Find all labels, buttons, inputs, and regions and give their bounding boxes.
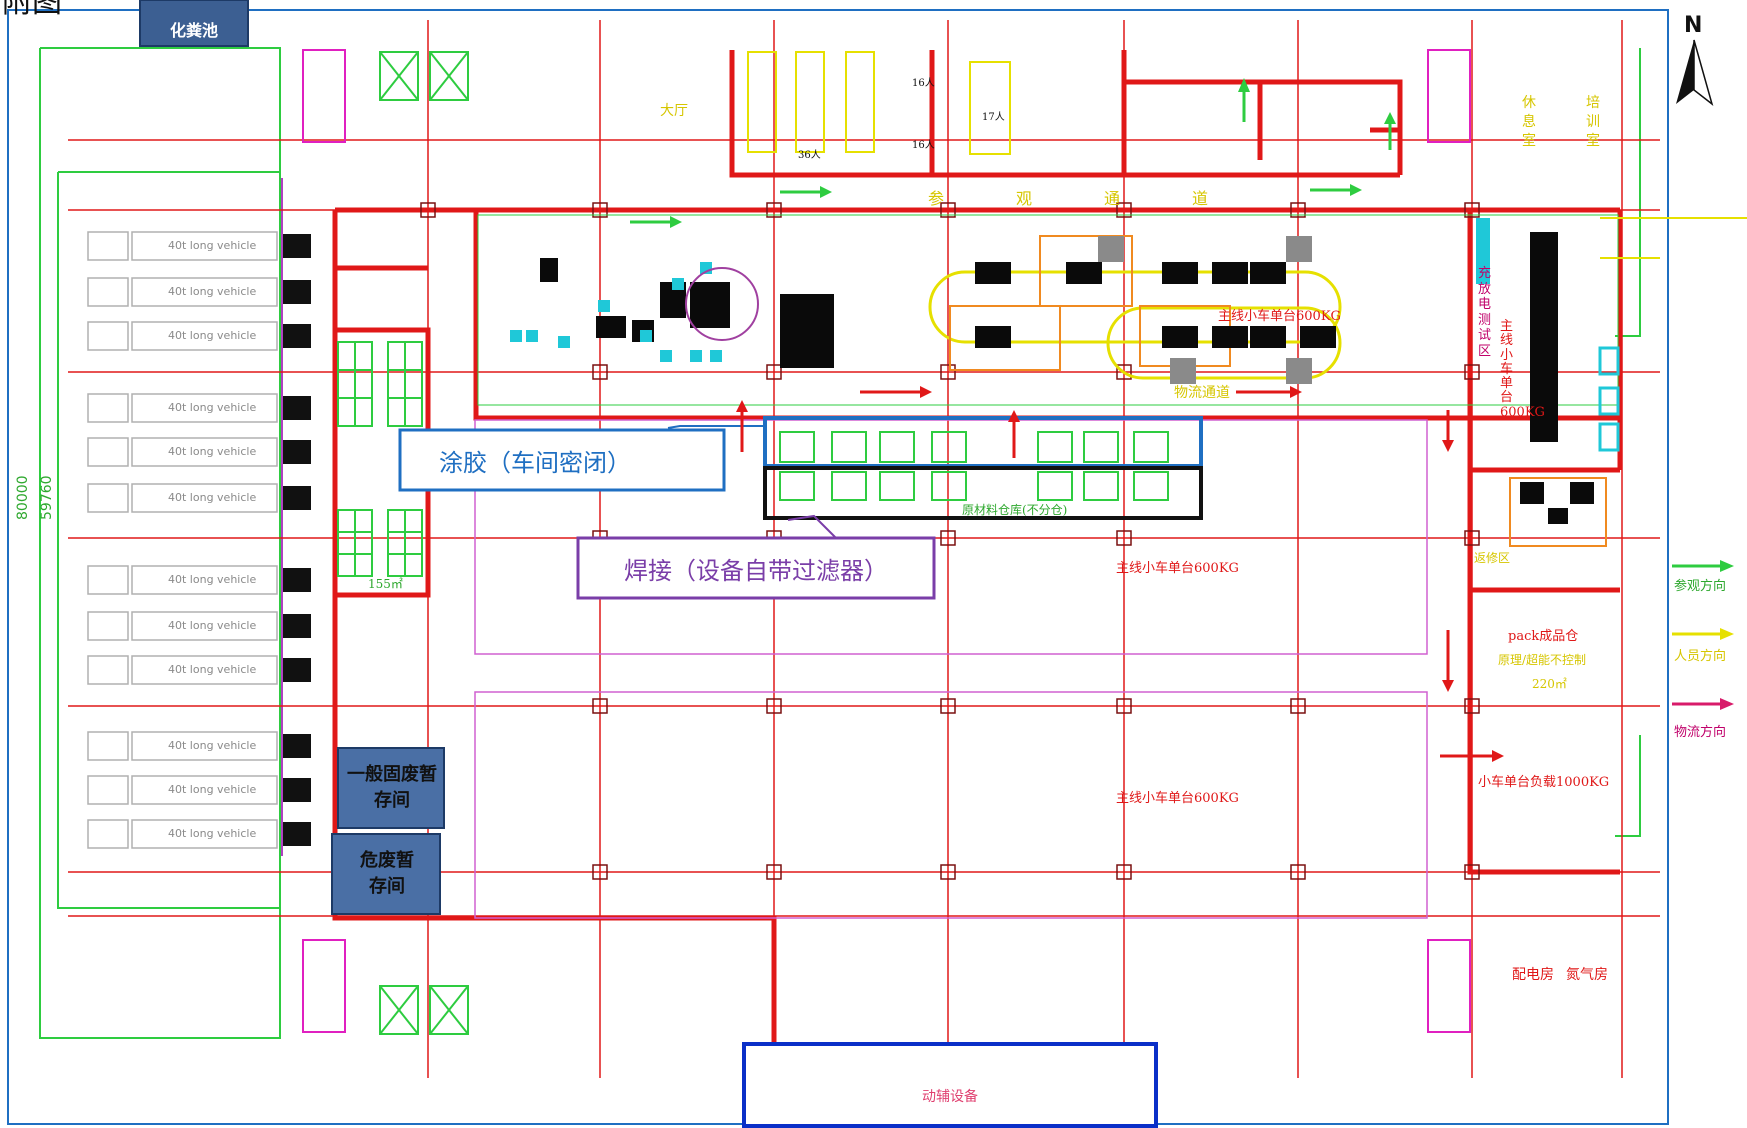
repair-area-label: 返修区 [1474,551,1511,565]
hazardous-waste-label: 危废暂存间 [360,849,414,897]
site-boundary [39,47,1641,1039]
gray-blocks [1098,236,1312,384]
septic-tank-label: 化粪池 [169,21,218,40]
welding-zone-box [763,466,1203,520]
welding-callout-box [576,536,936,600]
vehicle-label: 40t long vehicle [168,285,257,298]
conveyor-loop [928,270,1342,380]
capacity-16b: 16人 [912,140,935,151]
pack-area-label: 220㎡ [1532,677,1567,691]
training-room-label: 培训室 [1586,95,1600,149]
aisle-char-3: 通 [1104,189,1121,208]
stairwells [302,49,1471,1035]
welding-callout-label: 焊接（设备自带过滤器） [624,556,888,585]
glue-zone-box [763,416,1203,468]
vehicle-label: 40t long vehicle [168,663,257,676]
top-left-caption: 附图 [2,0,62,20]
line-load-2-label: 主线小车单台600KG [1116,561,1239,576]
round-table [685,267,759,341]
vehicle-label: 40t long vehicle [168,239,257,252]
material-racks [337,341,1169,577]
cyan-column [1476,218,1490,284]
rest-room-label: 休息室 [1522,95,1536,149]
assembly-area-outline [477,214,1619,406]
material-warehouse-label: 原材料仓库(不分仓) [962,503,1068,517]
aisle-char-1: 参 [928,189,945,208]
office-desks [747,51,1011,155]
logistics-aisle-label: 物流通道 [1174,385,1230,401]
area-155-label: 155㎡ [368,577,403,591]
north-arrow-icon [1676,39,1714,106]
vehicle-label: 40t long vehicle [168,619,257,632]
aisle-char-2: 观 [1016,189,1033,208]
column-markers [420,202,1480,880]
vehicle-label: 40t long vehicle [168,491,257,504]
line-load-3-label: 主线小车单台600KG [1116,791,1239,806]
vehicle-label: 40t long vehicle [168,573,257,586]
vehicle-label: 40t long vehicle [168,827,257,840]
visit-arrows [630,78,1396,228]
aisle-char-4: 道 [1192,189,1209,208]
north-label: N [1684,13,1703,38]
legend-staff: 人员方向 [1674,649,1727,664]
general-waste-label: 一般固废暂存间 [347,763,437,811]
legend-arrows [1672,560,1734,710]
truck-bays [87,231,311,849]
hall-label: 大厅 [660,103,688,119]
vehicle-label: 40t long vehicle [168,445,257,458]
glue-callout-label: 涂胶（车间密闭） [439,448,631,477]
vehicle-label: 40t long vehicle [168,739,257,752]
vehicle-label: 40t long vehicle [168,401,257,414]
legend-logistics: 物流方向 [1674,725,1727,740]
capacity-36: 36人 [798,150,821,161]
capacity-17: 17人 [982,112,1005,123]
cyan-parts [510,262,722,362]
glue-callout-box [398,428,726,492]
welding-leader [787,514,837,539]
dimension-inner: 59760 [39,475,55,520]
charge-test-label: 充放电测试区 [1478,266,1492,359]
nitrogen-room-label: 氮气房 [1566,967,1608,983]
right-equipment [1598,346,1620,452]
power-equipment-label: 动辅设备 [922,1089,978,1105]
dimension-outer: 80000 [15,475,31,520]
pack-note-label: 原理/超能不控制 [1498,653,1587,667]
glue-leader [667,425,765,429]
vehicle-label: 40t long vehicle [168,783,257,796]
line-load-1-label: 主线小车单台600KG [1218,309,1341,324]
line-load-vertical-label: 主线小车单台600KG [1500,319,1545,420]
cart-load-label: 小车单台负载1000KG [1478,775,1610,790]
septic-tank-box [139,0,249,47]
flow-arrows [736,217,1747,762]
equipment-blocks [540,232,1594,524]
capacity-16a: 16人 [912,78,935,89]
hazardous-waste-box [331,833,441,915]
general-waste-box [337,747,445,829]
distribution-room-label: 配电房 [1512,967,1554,983]
legend-visit: 参观方向 [1674,579,1727,594]
power-equipment-box [742,1042,1158,1128]
production-zones [474,419,1428,919]
pack-warehouse-label: pack成品仓 [1508,629,1579,644]
vehicle-label: 40t long vehicle [168,329,257,342]
